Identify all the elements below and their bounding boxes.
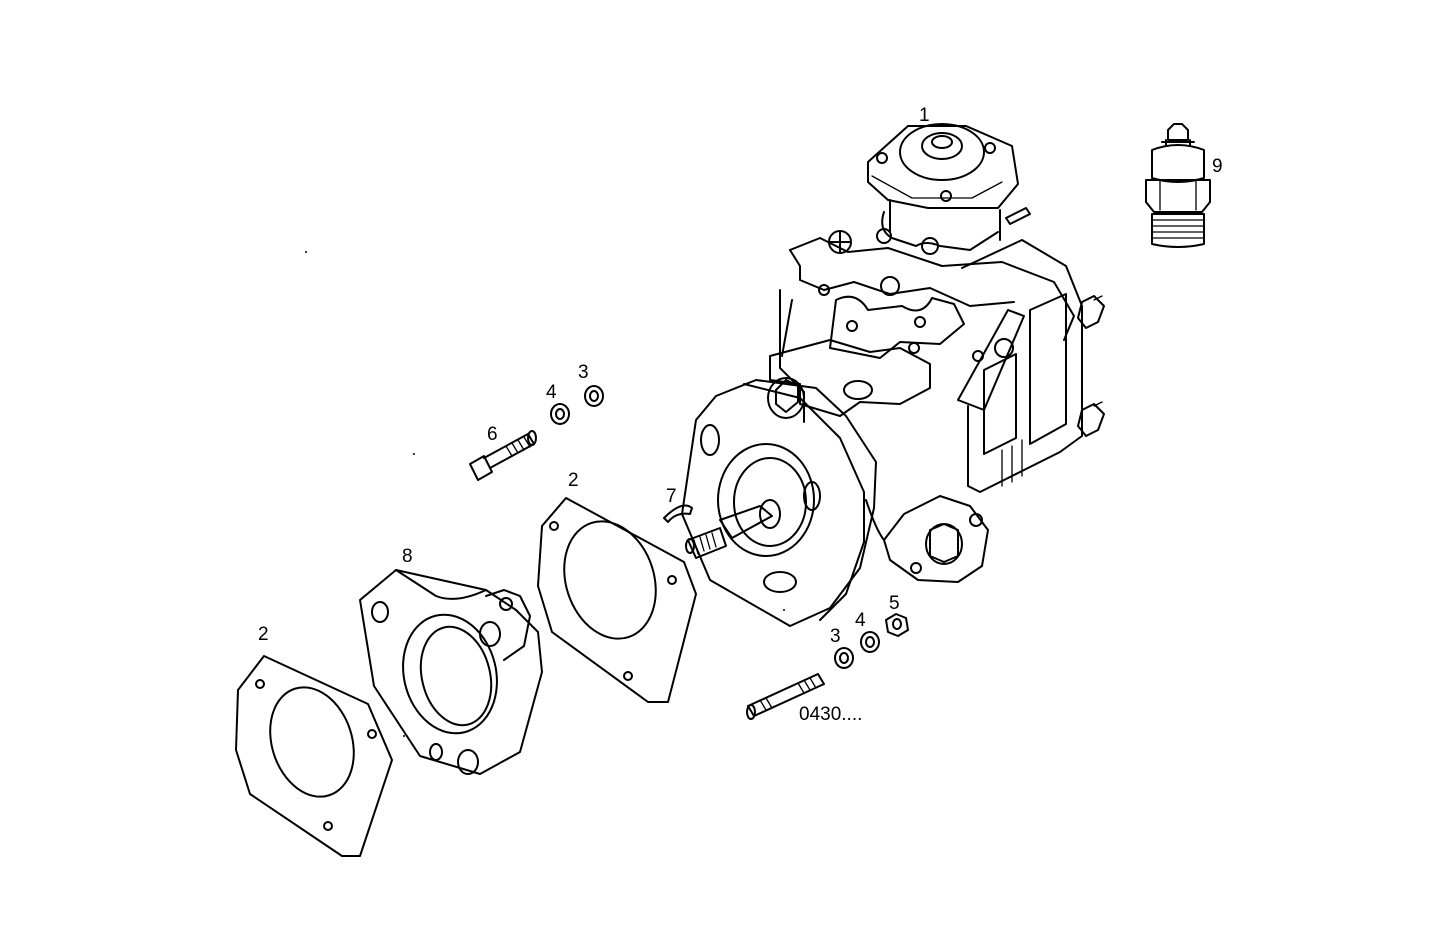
part-number-note: 0430.... (799, 704, 862, 725)
washer-item-3-lower (834, 647, 854, 669)
callout-3-lower: 3 (830, 626, 841, 647)
callout-4-upper: 4 (546, 382, 557, 403)
solenoid-valve (1145, 123, 1211, 248)
speck (403, 735, 405, 737)
callout-1: 1 (919, 105, 930, 126)
gasket-item-2-left (235, 655, 393, 857)
callout-6: 6 (487, 424, 498, 445)
stud-0430 (746, 673, 825, 720)
injection-pump (681, 123, 1105, 627)
callout-3-upper: 3 (578, 362, 589, 383)
lockwasher-item-4-upper (550, 403, 570, 425)
callout-2-left: 2 (258, 624, 269, 645)
speck (305, 251, 307, 253)
callout-5: 5 (889, 593, 900, 614)
speck (413, 453, 415, 455)
callout-9: 9 (1212, 156, 1223, 177)
screw-item-6 (469, 430, 537, 481)
lockwasher-item-4-lower (860, 631, 880, 653)
callout-8: 8 (402, 546, 413, 567)
callout-7: 7 (666, 486, 677, 507)
gasket-item-2-middle (537, 497, 697, 703)
key-item-7 (663, 504, 693, 523)
washer-item-3-upper (584, 385, 604, 407)
callout-4-lower: 4 (855, 610, 866, 631)
callout-2-middle: 2 (568, 470, 579, 491)
speck (783, 609, 785, 611)
nut-item-5 (885, 613, 909, 637)
flange-item-8 (359, 569, 543, 775)
